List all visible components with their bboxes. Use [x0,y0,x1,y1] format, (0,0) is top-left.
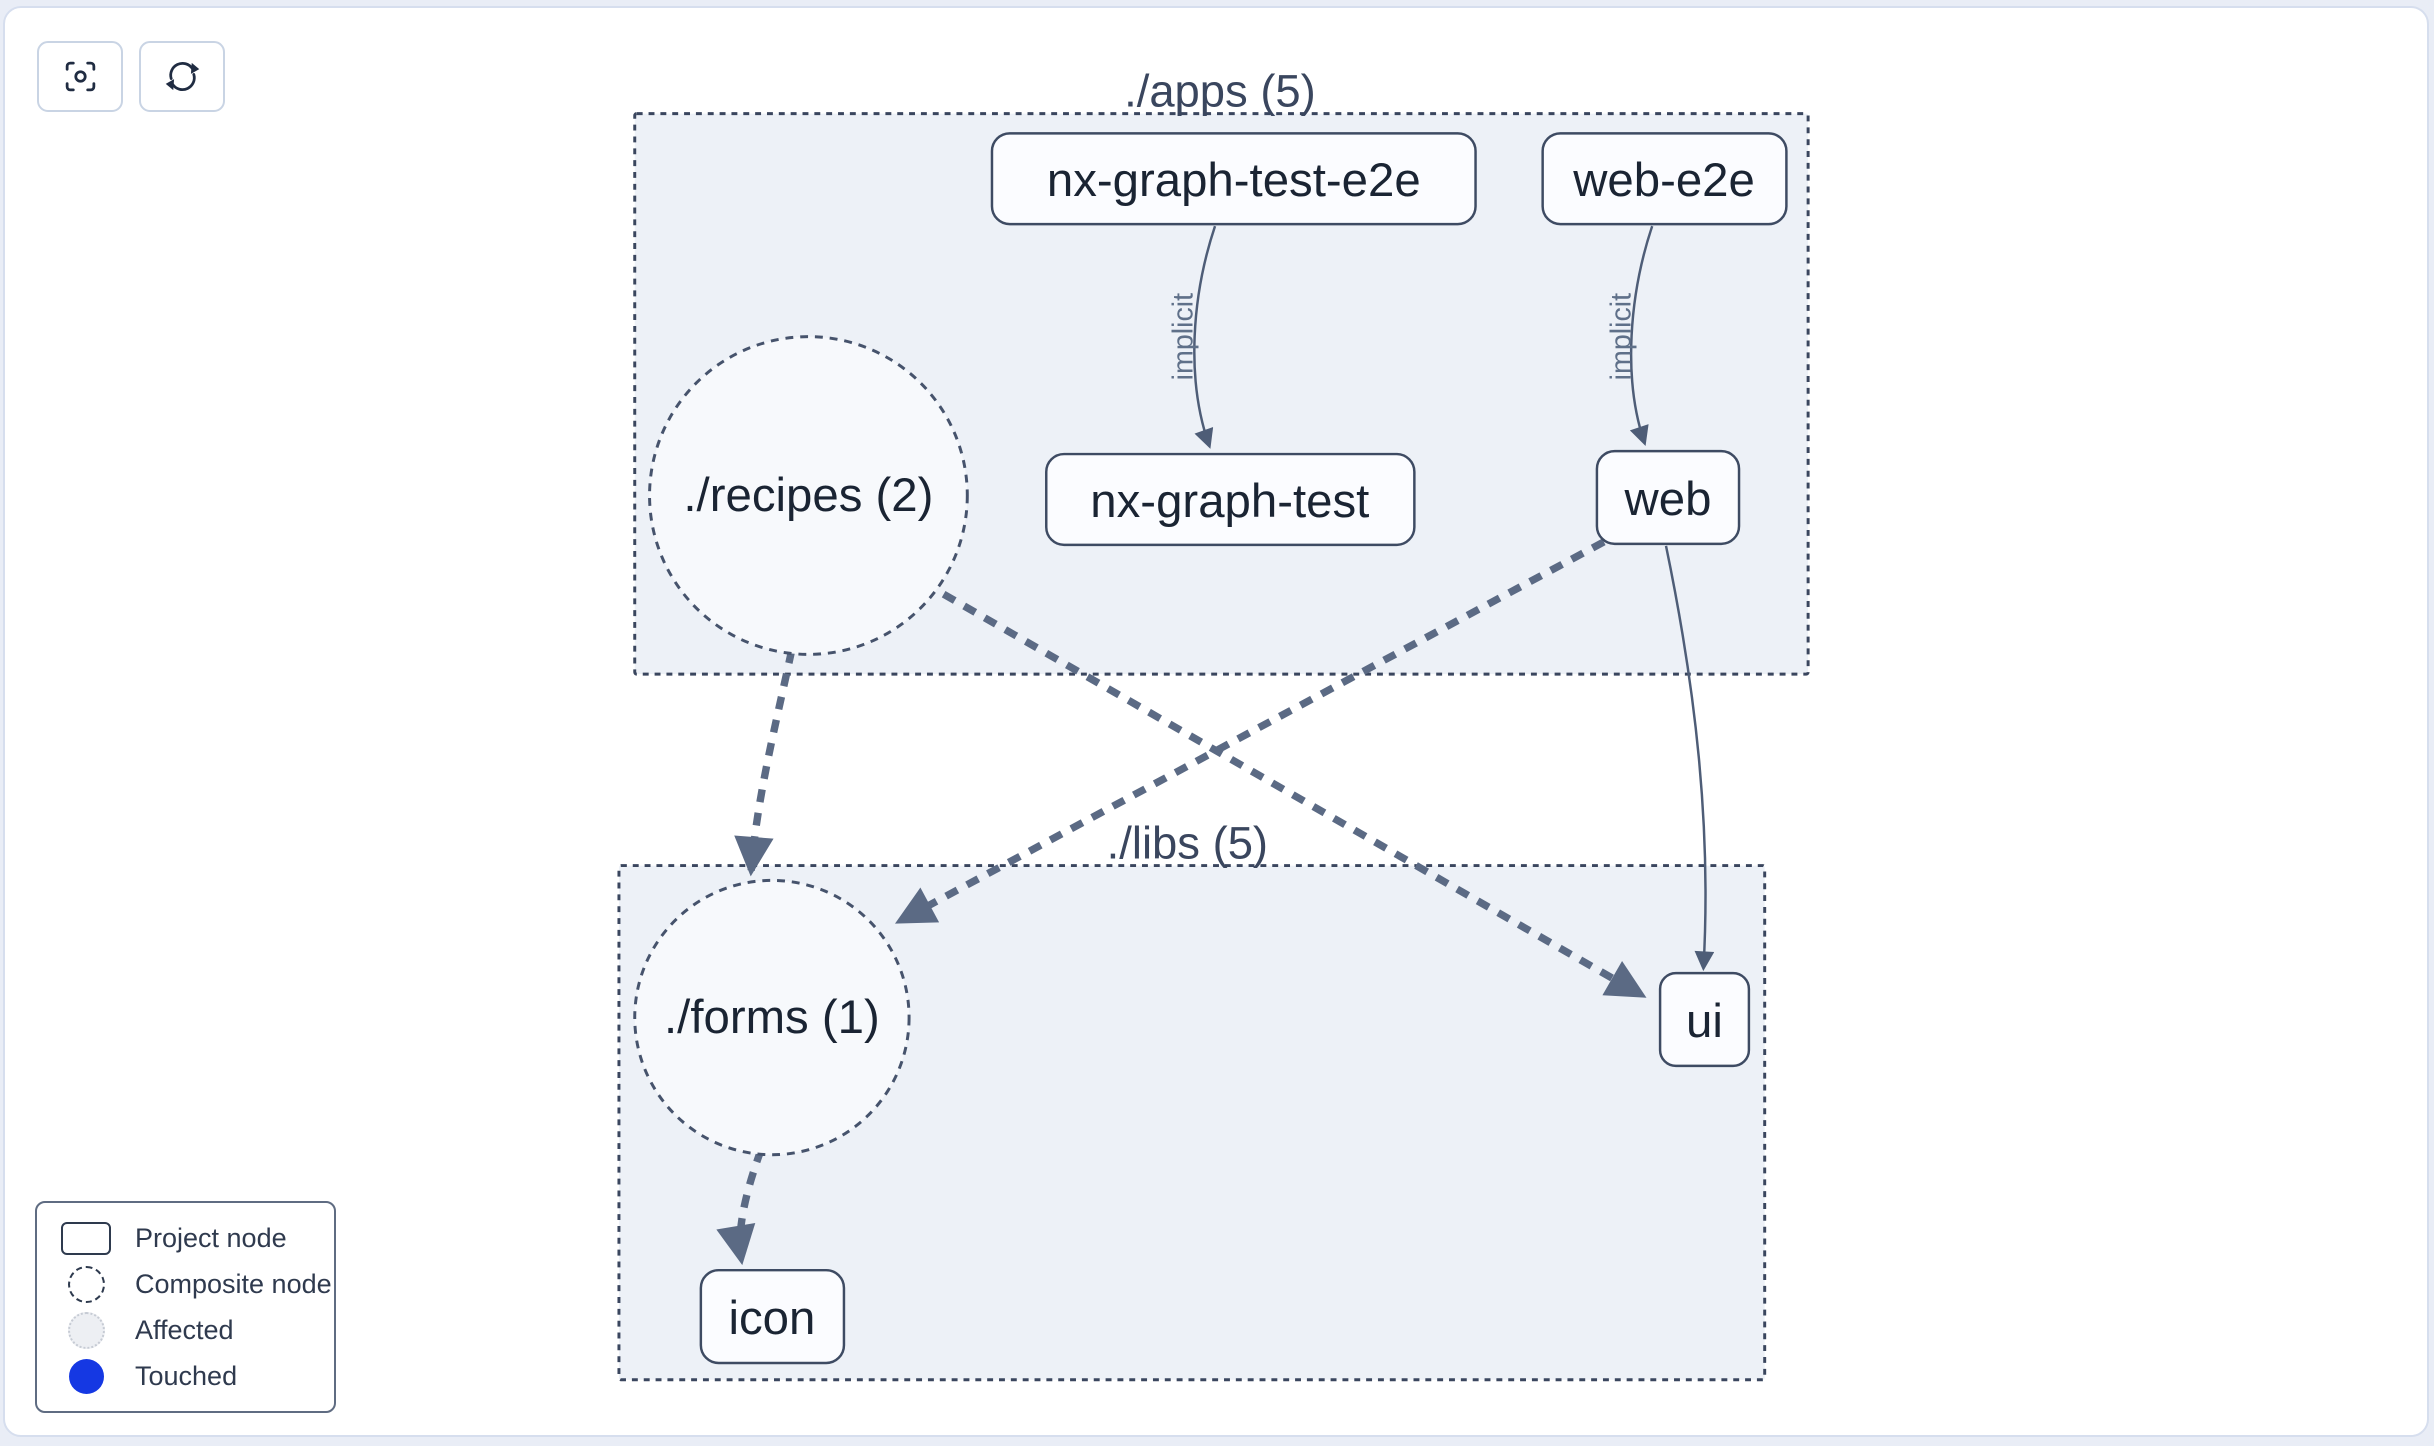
node-recipes-circle[interactable] [648,335,969,656]
node-icon-label: icon [728,1292,815,1345]
edge-web-to-forms[interactable] [894,538,1606,925]
node-icon-box[interactable] [699,1268,846,1365]
node-forms-label: ./forms (1) [664,991,880,1044]
node-nx-graph-test[interactable]: nx-graph-test [1045,452,1416,547]
edge-label-implicit-1: implicit [1167,293,1199,380]
node-recipes[interactable]: ./recipes (2) [648,335,969,656]
group-apps-label: ./apps (5) [1124,66,1316,117]
edge-web-to-ui[interactable] [1664,545,1715,972]
dependency-graph: ./apps (5) ./libs (5) implicit implicit … [617,66,1810,1382]
edge-recipes-to-ui[interactable] [941,590,1647,999]
legend-label: Touched [135,1360,238,1391]
edge-recipes-to-forms[interactable] [734,649,796,877]
node-ui-label: ui [1686,995,1723,1048]
refresh-button[interactable] [139,41,225,112]
node-nx-graph-test-e2e[interactable]: nx-graph-test-e2e [990,132,1477,226]
legend: Project node Composite node Affected Tou… [35,1201,336,1413]
edge-nx-graph-test-e2e-to-nx-graph-test[interactable] [1193,225,1217,449]
node-nx-graph-test-box[interactable] [1045,452,1416,547]
legend-item-touched: Touched [37,1353,334,1399]
legend-label: Project node [135,1222,287,1253]
touched-icon [68,1358,104,1394]
focus-scan-icon [62,58,99,95]
edge-label-implicit-2: implicit [1605,293,1637,380]
node-nx-graph-test-e2e-label: nx-graph-test-e2e [1047,154,1421,207]
legend-label: Composite node [135,1268,332,1299]
node-web-e2e[interactable]: web-e2e [1541,132,1788,226]
node-web-e2e-label: web-e2e [1572,154,1755,207]
legend-item-affected: Affected [37,1307,334,1353]
project-node-icon [61,1221,111,1255]
composite-node-icon [67,1265,105,1303]
node-nx-graph-test-e2e-box[interactable] [990,132,1477,226]
legend-item-project-node: Project node [37,1215,334,1261]
node-recipes-label: ./recipes (2) [683,469,933,522]
edge-forms-to-icon[interactable] [716,1148,765,1266]
node-ui[interactable]: ui [1658,971,1751,1068]
node-ui-box[interactable] [1658,971,1751,1068]
node-web-box[interactable] [1595,449,1741,546]
node-web-label: web [1624,473,1712,526]
node-icon[interactable]: icon [699,1268,846,1365]
node-forms-circle[interactable] [633,878,911,1157]
graph-canvas[interactable]: ./apps (5) ./libs (5) implicit implicit … [3,6,2429,1437]
node-forms[interactable]: ./forms (1) [633,878,911,1157]
legend-item-composite-node: Composite node [37,1261,334,1307]
focus-button[interactable] [37,41,123,112]
node-web-e2e-box[interactable] [1541,132,1788,226]
toolbar [37,41,225,112]
group-libs-label: ./libs (5) [1107,818,1268,869]
legend-label: Affected [135,1314,234,1345]
affected-icon [67,1311,105,1349]
edge-web-e2e-to-web[interactable] [1629,225,1654,446]
node-nx-graph-test-label: nx-graph-test [1090,475,1369,528]
node-web[interactable]: web [1595,449,1741,546]
refresh-icon [164,58,201,95]
